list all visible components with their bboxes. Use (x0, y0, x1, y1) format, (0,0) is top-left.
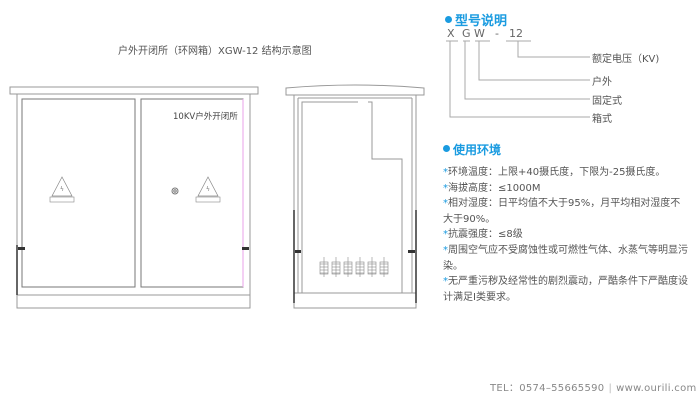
vent-grille (355, 257, 365, 277)
diagram-title: 户外开闭所（环网箱）XGW-12 结构示意图 (118, 46, 312, 57)
bullet-icon (445, 16, 452, 23)
side-handle-right (408, 250, 415, 253)
env-item: *海拔高度：≤1000M (443, 182, 541, 194)
model-code-x: X (447, 27, 455, 40)
environment-heading: 使用环境 (443, 141, 501, 158)
front-roof (9, 86, 259, 95)
vent-grille (367, 257, 377, 277)
environment-list: *环境温度：上限+40摄氏度，下限为-25摄氏度。 *海拔高度：≤1000M *… (443, 165, 688, 305)
env-item: *相对湿度：日平均值不大于95%，月平均相对湿度不大于90%。 (443, 198, 681, 225)
vent-grille (379, 257, 389, 277)
legend-outdoor: 户外 (592, 77, 612, 88)
env-item: *环境温度：上限+40摄氏度，下限为-25摄氏度。 (443, 167, 666, 178)
svg-text:ϟ: ϟ (206, 186, 210, 193)
model-code-g: G (462, 27, 471, 40)
vent-grille (343, 257, 353, 277)
legend-box: 箱式 (592, 114, 612, 125)
model-code-w: W (474, 27, 485, 40)
side-roof (285, 84, 425, 96)
model-leader-lines (446, 40, 590, 118)
vent-grille (331, 257, 341, 277)
left-door (21, 98, 136, 288)
right-handle (242, 247, 249, 250)
warning-sign-right: ϟ (195, 176, 221, 203)
model-code-12: 12 (509, 27, 523, 40)
model-code-dash: - (495, 27, 499, 40)
panel-label: 10KV户外开闭所 (173, 111, 238, 122)
bullet-icon (443, 145, 450, 152)
legend-fixed: 固定式 (592, 96, 622, 107)
footer-separator: | (608, 383, 613, 394)
vent-grille (319, 257, 329, 277)
footer-tel: TEL：0574–55665590 (490, 383, 605, 394)
side-body (293, 94, 417, 309)
env-item: *周围空气应不受腐蚀性或可燃性气体、水蒸气等明显污染。 (443, 244, 688, 272)
model-heading: 型号说明 (445, 10, 507, 29)
footer: TEL：0574–55665590|www.ourili.com (490, 379, 697, 394)
side-view (285, 84, 425, 309)
side-handle-left (295, 250, 301, 253)
legend-voltage: 额定电压（KV) (592, 54, 660, 65)
left-handle (18, 247, 25, 250)
warning-sign-left: ϟ (49, 176, 75, 203)
footer-website[interactable]: www.ourili.com (616, 383, 697, 394)
env-item: *抗震强度：≤8级 (443, 229, 523, 241)
right-door (140, 98, 244, 288)
front-body (16, 93, 251, 309)
inner-frame (301, 101, 403, 293)
front-view: ϟ ϟ 10KV户外开闭所 (9, 86, 259, 309)
vent-grilles (319, 257, 389, 277)
lock-icon (171, 187, 179, 195)
svg-text:ϟ: ϟ (60, 186, 64, 193)
env-item: *无严重污秽及经常性的剧烈震动，严酷条件下严酷度设计满足Ⅰ类要求。 (443, 276, 688, 303)
